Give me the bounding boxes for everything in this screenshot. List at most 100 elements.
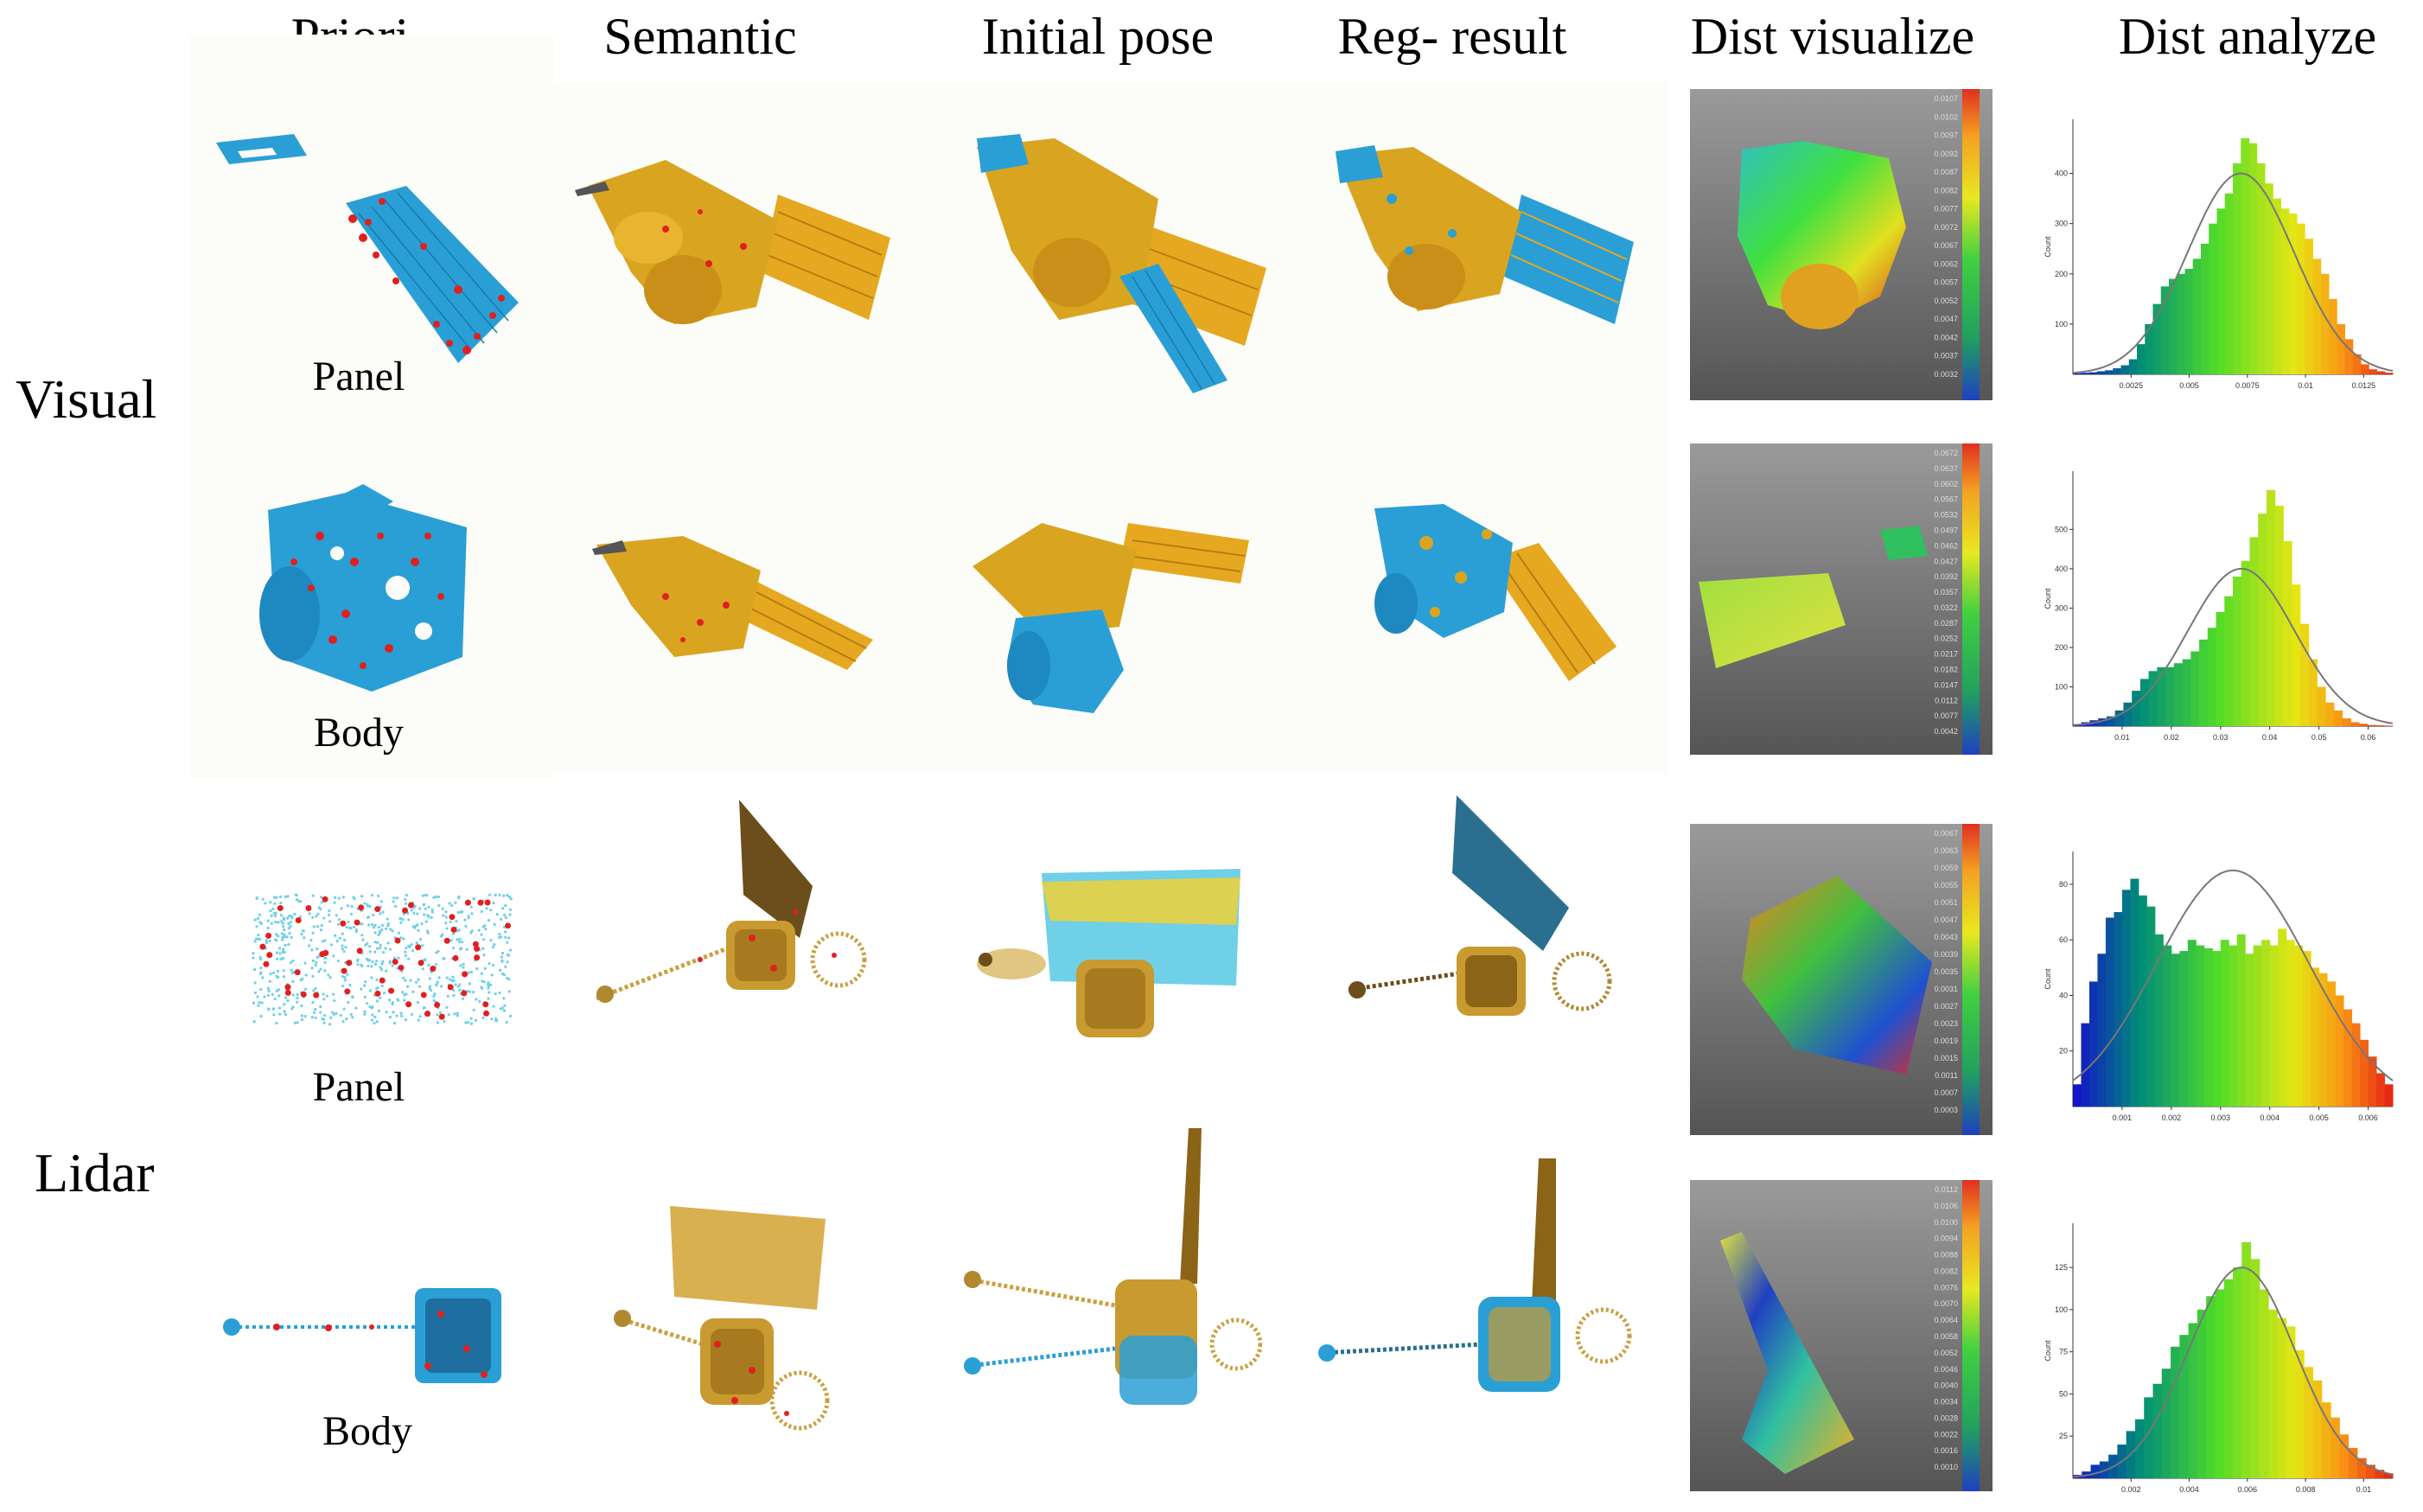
lidar-point [371,1013,374,1017]
lidar-point [469,905,473,909]
keypoint [424,1011,431,1018]
keypoint [346,960,353,967]
lidar-point [481,947,485,950]
lidar-point [337,918,341,922]
lidar-point [283,1010,286,1013]
lidar-point [403,998,406,1002]
lidar-point [311,974,315,978]
colorbar-label: 0.0047 [1934,315,1958,323]
lidar-point [338,936,341,940]
histogram-bar [2177,273,2185,374]
lidar-point [370,1018,374,1022]
lidar-point [367,964,370,968]
histogram-bar [2297,223,2305,374]
histogram-bar [2157,667,2166,726]
distance-colored-cloud [1699,573,1846,668]
lidar-point [373,1015,377,1019]
lidar-point [461,941,464,944]
y-tick-label: 500 [2055,525,2068,533]
lidar-point [488,962,491,966]
histogram-bar [2286,1326,2296,1478]
histogram-bar [2146,906,2156,1107]
lidar-point [430,915,433,920]
lidar-point [451,932,456,935]
initial-pose-lidar-panel [972,864,1249,1046]
histogram-bar [2121,890,2131,1107]
colorbar [1962,443,1980,755]
lidar-point [277,921,280,924]
lidar-point [379,900,383,903]
histogram-bar [2233,577,2242,726]
histogram-bar [2384,373,2394,374]
lidar-point [499,1007,502,1011]
lidar-point [464,924,468,928]
lidar-point [319,1011,322,1014]
colorbar-label: 0.0088 [1934,1251,1958,1260]
lidar-point [275,896,278,899]
lidar-point [291,979,295,984]
lidar-point [345,925,348,929]
lidar-point [468,990,472,993]
lidar-point [360,987,363,991]
lidar-point [316,912,320,915]
lidar-point [437,949,440,954]
y-tick-label: 20 [2059,1047,2068,1056]
y-tick-label: 25 [2059,1432,2068,1440]
lidar-point [296,1021,299,1024]
lidar-point [392,956,396,960]
colorbar-label: 0.0082 [1934,186,1958,195]
lidar-point [258,1001,261,1005]
histogram-bar [2233,1267,2242,1478]
header-reg-result: Reg- result [1337,8,1567,65]
lidar-point [377,1009,380,1012]
lidar-point [388,960,392,963]
lidar-point [289,960,292,965]
lidar-point [303,961,307,965]
lidar-point [331,1011,335,1014]
lidar-point [290,935,293,939]
lidar-point [363,1010,367,1013]
lidar-point [481,938,486,941]
lidar-point [336,922,340,926]
colorbar-label: 0.0112 [1935,696,1958,705]
colorbar-label: 0.0058 [1934,1332,1958,1341]
lidar-point [315,960,318,964]
lidar-point [311,915,315,919]
lidar-point [315,915,318,918]
colorbar-label: 0.0046 [1934,1365,1958,1374]
lidar-point [409,979,412,982]
lidar-point [254,937,258,941]
y-tick-label: 400 [2055,169,2068,178]
keypoint [438,1013,445,1020]
colorbar-label: 0.0147 [1934,680,1958,689]
histogram-bar [2173,663,2184,726]
histogram-bar [2128,359,2138,374]
lidar-point [445,1005,449,1009]
lidar-point [336,959,340,963]
lidar-point [363,1012,367,1016]
lidar-point [288,914,291,918]
colorbar-label: 0.0102 [1934,112,1958,121]
y-tick-label: 60 [2059,935,2068,944]
lidar-point [354,1006,358,1010]
lidar-point [379,946,382,950]
histogram-bar [2361,364,2369,374]
lidar-point [382,951,386,954]
lidar-point [386,917,389,921]
lidar-point [283,933,286,937]
lidar-point [311,931,315,935]
histogram-bar [2114,710,2124,726]
histogram-bar [2305,239,2313,374]
colorbar-label: 0.0063 [1934,846,1958,855]
histogram-bar [2165,667,2175,726]
lidar-point [316,924,319,928]
lidar-point [279,914,283,917]
keypoint [392,958,399,965]
lidar-point [314,1016,317,1019]
lidar-point [430,910,434,914]
reg-result-lidar-panel [1336,795,1629,1020]
lidar-point [404,950,407,954]
histogram-bar [2344,339,2354,374]
